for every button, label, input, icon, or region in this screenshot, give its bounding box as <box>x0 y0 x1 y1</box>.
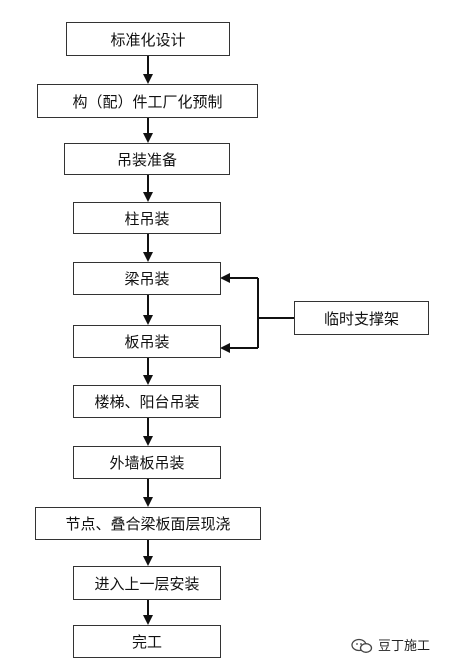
step-node-cast: 节点、叠合梁板面层现浇 <box>35 507 261 540</box>
step-beam-hoist: 梁吊装 <box>73 262 221 295</box>
step-stair-balcony-hoist: 楼梯、阳台吊装 <box>73 385 221 418</box>
step-complete: 完工 <box>73 625 221 658</box>
wechat-icon <box>351 638 373 653</box>
step-slab-hoist: 板吊装 <box>73 325 221 358</box>
step-column-hoist: 柱吊装 <box>73 202 221 234</box>
step-exterior-wall-hoist: 外墙板吊装 <box>73 446 221 479</box>
side-temporary-support: 临时支撑架 <box>294 301 429 335</box>
step-next-floor: 进入上一层安装 <box>73 566 221 600</box>
step-hoist-prep: 吊装准备 <box>64 143 230 175</box>
step-standard-design: 标准化设计 <box>66 22 230 56</box>
step-factory-prefab: 构（配）件工厂化预制 <box>37 84 258 118</box>
watermark: 豆丁施工 <box>352 635 430 654</box>
watermark-label: 豆丁施工 <box>378 639 431 654</box>
